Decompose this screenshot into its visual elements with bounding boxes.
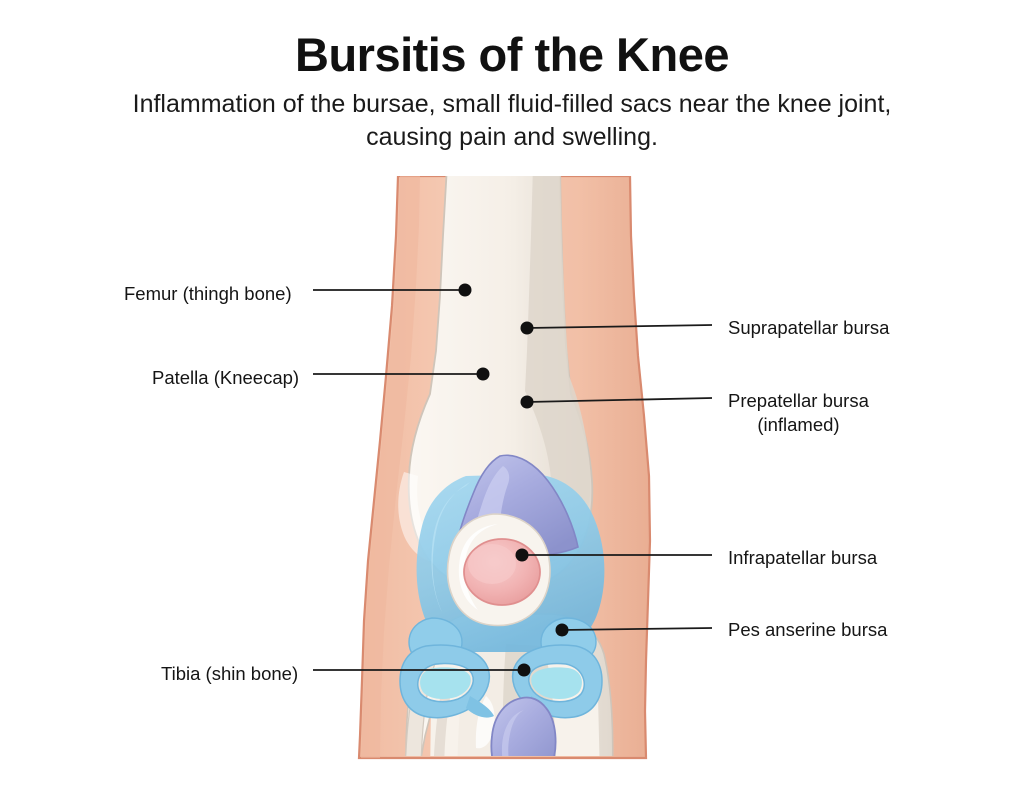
label-femur-text: Femur (thingh bone)	[124, 283, 292, 304]
label-patella-text: Patella (Kneecap)	[152, 367, 300, 388]
subtitle-line-2: causing pain and swelling.	[366, 123, 658, 151]
dot-patella	[476, 367, 490, 381]
label-suprapatellar-bursa: Suprapatellar bursa	[728, 316, 889, 340]
menisci-and-joint-line	[399, 617, 603, 719]
label-infrapatellar-bursa: Infrapatellar bursa	[728, 546, 877, 570]
label-tibia-text: Tibia (shin bone)	[161, 663, 299, 684]
dot-suprapatellar	[520, 321, 534, 335]
dot-tibia	[517, 663, 531, 677]
dot-infrapatellar	[515, 548, 529, 562]
dot-pes-anserine	[555, 623, 569, 637]
leader-dots	[458, 283, 569, 677]
prepatellar-bursa-inflamed-shape	[463, 538, 541, 606]
leader-lines	[313, 289, 713, 671]
dot-prepatellar	[520, 395, 534, 409]
dot-femur	[458, 283, 472, 297]
page-subtitle: Inflammation of the bursae, small fluid-…	[50, 88, 974, 154]
subtitle-line-1: Inflammation of the bursae, small fluid-…	[132, 90, 892, 118]
label-pes-anserine-bursa: Pes anserine bursa	[728, 618, 887, 642]
label-suprapatellar-bursa-text: Suprapatellar bursa	[728, 317, 890, 338]
knee-internal-structures	[398, 176, 614, 776]
label-prepatellar-bursa-text: Prepatellar bursa	[728, 390, 869, 411]
label-prepatellar-bursa: Prepatellar bursa (inflamed)	[728, 389, 869, 436]
infrapatellar-bursa-shape	[490, 696, 557, 756]
page-title: Bursitis of the Knee	[295, 28, 729, 81]
leader-line-pes-anserine	[561, 627, 713, 631]
label-prepatellar-bursa-subtext: (inflamed)	[757, 413, 840, 435]
label-femur: Femur (thingh bone)	[124, 282, 292, 306]
label-pes-anserine-bursa-text: Pes anserine bursa	[728, 619, 888, 640]
pes-anserine-bursa-shape	[544, 768, 592, 776]
label-patella: Patella (Kneecap)	[152, 366, 299, 390]
leader-line-prepatellar	[526, 397, 713, 403]
leader-line-suprapatellar	[526, 324, 713, 329]
label-infrapatellar-bursa-text: Infrapatellar bursa	[728, 547, 878, 568]
knee-anatomy-illustration	[0, 176, 1024, 776]
label-tibia: Tibia (shin bone)	[161, 662, 298, 686]
